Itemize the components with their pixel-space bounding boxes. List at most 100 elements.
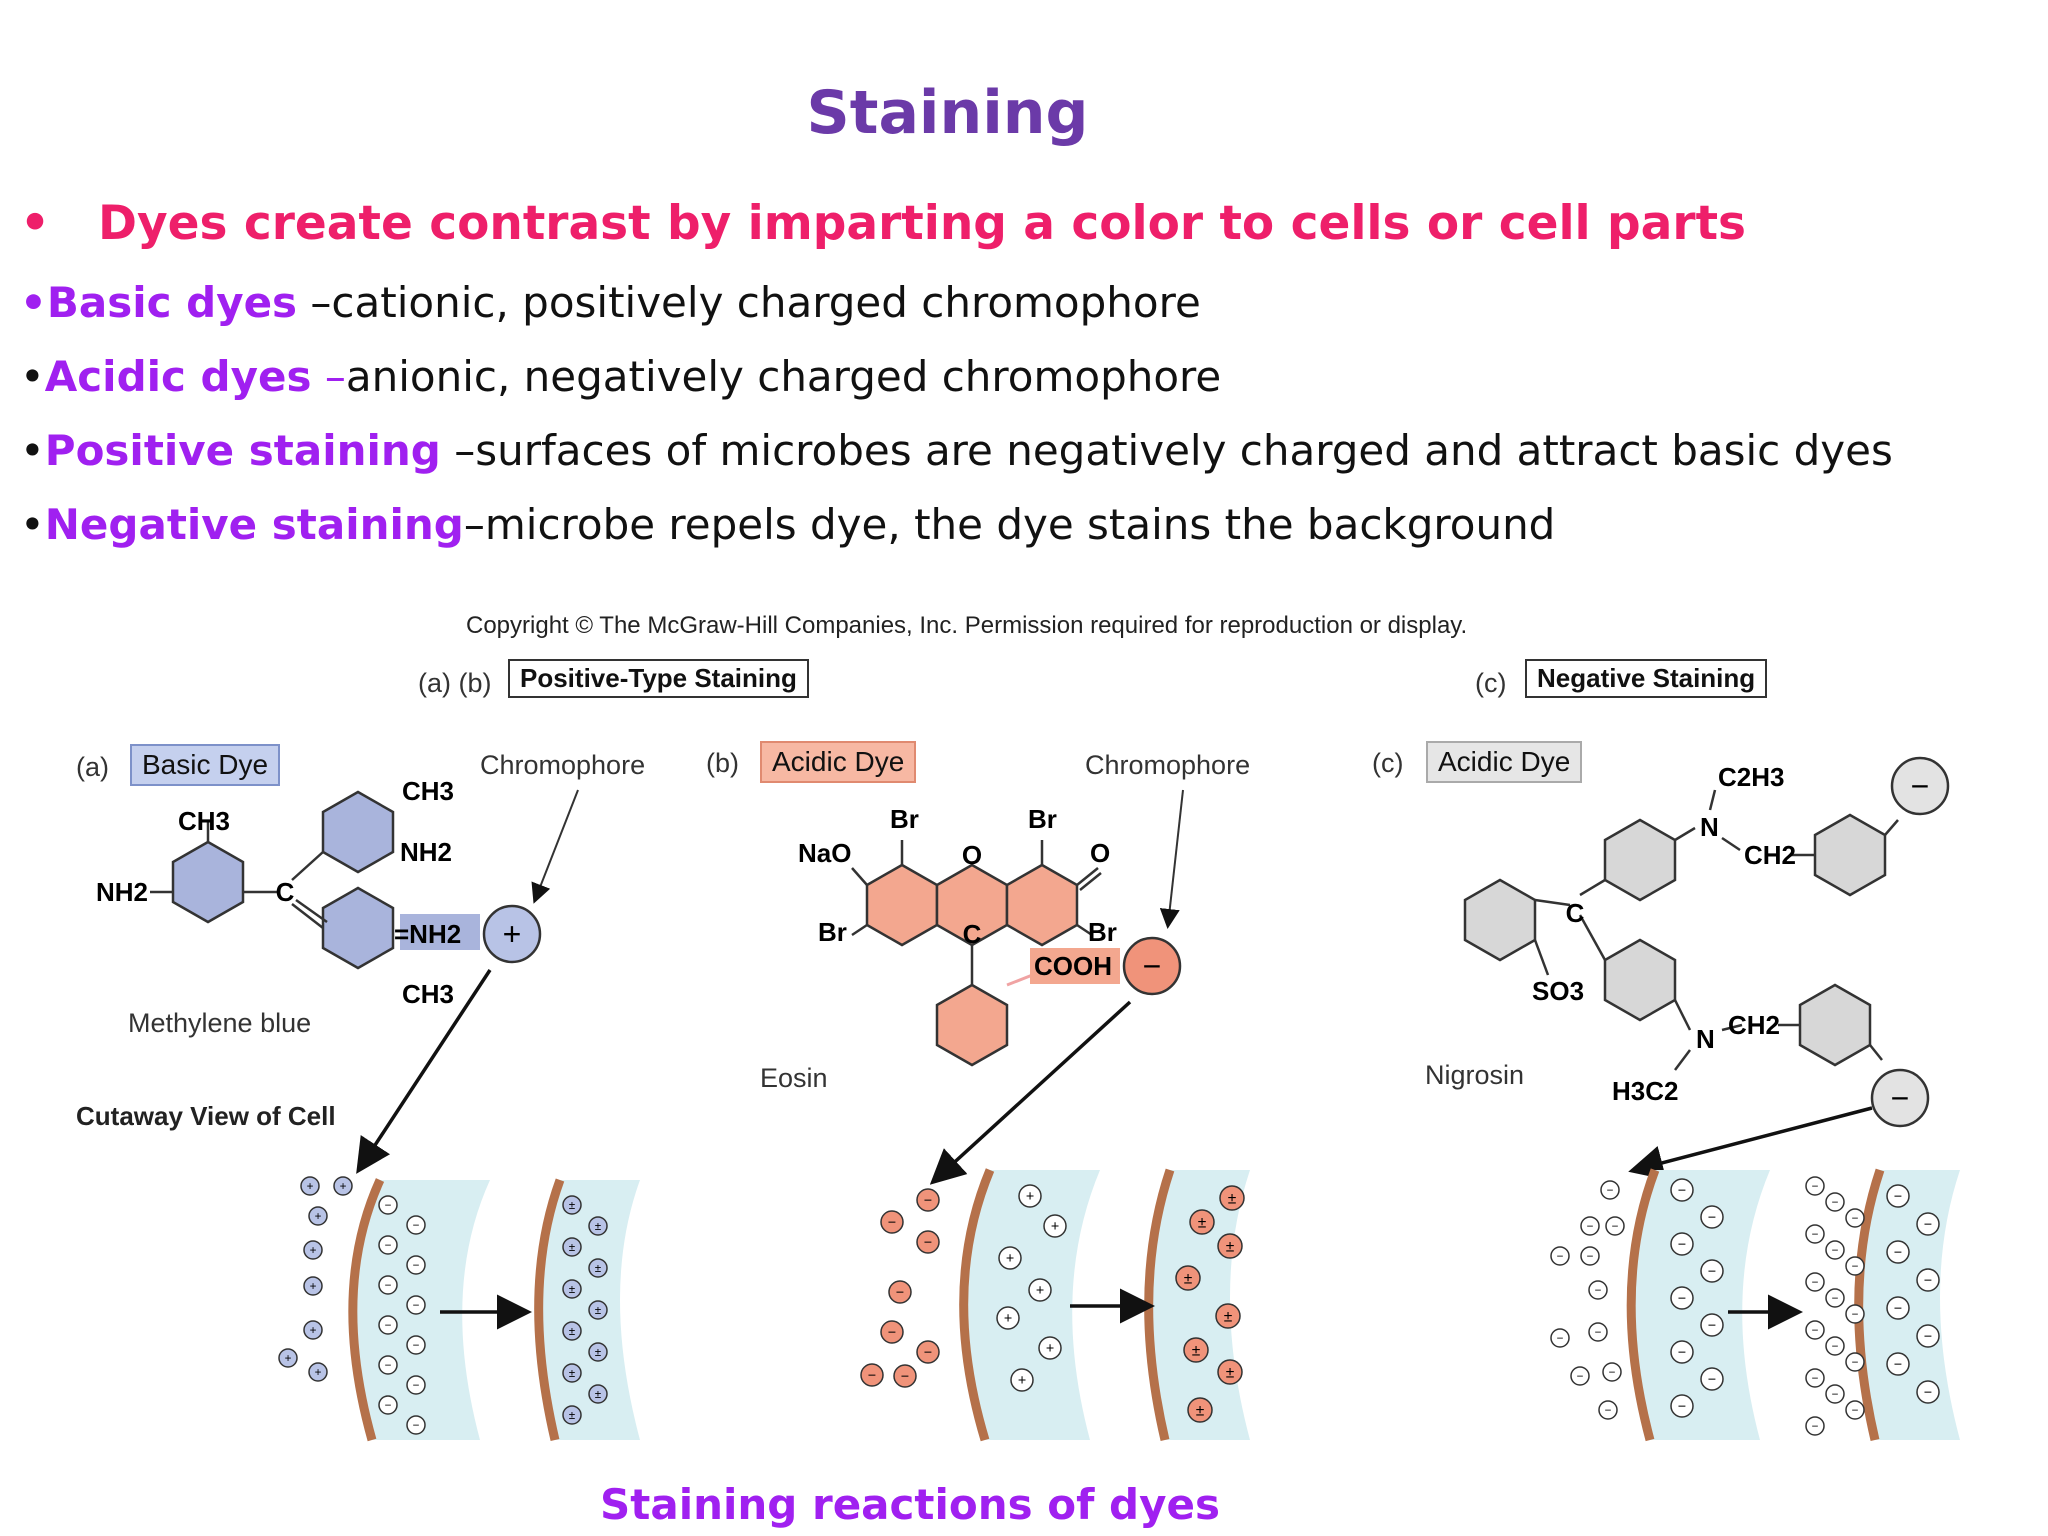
headline-text: Dyes create contrast by imparting a colo… xyxy=(98,196,1747,251)
nigrosin-ion xyxy=(1550,1246,1570,1266)
cell-negative-ion-sign: − xyxy=(385,1359,392,1372)
acidic-dye-ion xyxy=(888,1280,912,1304)
stained-ion-sign: ± xyxy=(1228,1190,1237,1207)
group-nao: NaO xyxy=(798,838,851,868)
background-dye-ion xyxy=(1845,1256,1865,1276)
group-br4: Br xyxy=(1088,917,1117,947)
figure-caption: Staining reactions of dyes xyxy=(600,1480,1220,1529)
cell-negative-ion-sign: − xyxy=(1678,1345,1686,1361)
nigrosin-ion-sign: − xyxy=(1557,1250,1564,1263)
group-br3: Br xyxy=(818,917,847,947)
nigrosin-ion-sign: − xyxy=(1577,1370,1584,1383)
stained-ion-sign: ± xyxy=(1226,1364,1235,1381)
stained-ion-sign: ± xyxy=(595,1388,602,1401)
stained-ion xyxy=(1215,1303,1241,1329)
nigrosin-ion-sign: − xyxy=(1557,1332,1564,1345)
background-dye-ion-sign: − xyxy=(1852,1308,1859,1321)
stained-ion-sign: ± xyxy=(595,1346,602,1359)
nigrosin-ion xyxy=(1588,1280,1608,1300)
header-negative-staining: Negative Staining xyxy=(1525,659,1768,698)
stained-ion-sign: ± xyxy=(569,1199,576,1212)
nigrosin-ion-sign: − xyxy=(1587,1250,1594,1263)
cell-negative-ion xyxy=(406,1375,426,1395)
basic-dye-ion xyxy=(300,1176,320,1196)
header-positive-staining: Positive-Type Staining xyxy=(508,659,809,698)
cell-positive-ion xyxy=(1038,1336,1062,1360)
cell-negative-ion xyxy=(1886,1184,1910,1208)
basic-dye-ion-sign: + xyxy=(315,1210,322,1223)
cell-negative-ion xyxy=(1886,1352,1910,1376)
nigrosin-ion-sign: − xyxy=(1612,1220,1619,1233)
background-dye-ion xyxy=(1845,1400,1865,1420)
nigrosin-ion-sign: − xyxy=(1609,1366,1616,1379)
panel-a-cell-before xyxy=(348,1178,490,1442)
stained-ion-sign: ± xyxy=(1192,1342,1201,1359)
charge-negative-top: − xyxy=(1911,768,1930,804)
bullet-marker: • xyxy=(20,500,45,549)
background-dye-ion-sign: − xyxy=(1812,1420,1819,1433)
nigrosin-ion-sign: − xyxy=(1605,1404,1612,1417)
background-dye-ion xyxy=(1805,1224,1825,1244)
background-dye-ion xyxy=(1845,1304,1865,1324)
cell-negative-ion-sign: − xyxy=(385,1399,392,1412)
cell-negative-ion xyxy=(1670,1340,1694,1364)
cell-negative-ion xyxy=(406,1295,426,1315)
acidic-dye-ion xyxy=(916,1340,940,1364)
panel-b-ions: −−−−−−−−+++++++±±±±±±±± xyxy=(860,1184,1245,1423)
stained-ion-sign: ± xyxy=(569,1283,576,1296)
acidic-dye-ion xyxy=(880,1320,904,1344)
background-dye-ion xyxy=(1805,1320,1825,1340)
stained-ion xyxy=(562,1237,582,1257)
acidic-dye-ion-sign: − xyxy=(901,1369,909,1385)
basic-dye-ion xyxy=(303,1240,323,1260)
background-dye-ion xyxy=(1825,1192,1845,1212)
stained-ion-sign: ± xyxy=(595,1220,602,1233)
cell-negative-ion-sign: − xyxy=(1678,1399,1686,1415)
cell-positive-ion xyxy=(1028,1278,1052,1302)
panel-a-chromophore-label: Chromophore xyxy=(480,750,646,780)
cell-negative-ion xyxy=(378,1395,398,1415)
cell-positive-ion xyxy=(996,1306,1020,1330)
panel-c-ions: −−−−−−−−−−−−−−−−−−−−−−−−−−−−−−−−−−−−−−−−… xyxy=(1550,1176,1940,1436)
cell-negative-ion xyxy=(1700,1205,1724,1229)
panel-b-dye-label: Acidic Dye xyxy=(760,741,917,783)
background-dye-ion-sign: − xyxy=(1812,1180,1819,1193)
background-dye-ion-sign: − xyxy=(1832,1292,1839,1305)
stained-ion xyxy=(562,1321,582,1341)
bullet-text: –microbe repels dye, the dye stains the … xyxy=(463,500,1556,549)
cell-positive-ion xyxy=(1043,1214,1067,1238)
cell-positive-ion-sign: + xyxy=(1004,1311,1012,1327)
panel-a-dye-name: Methylene blue xyxy=(128,1008,312,1038)
background-dye-ion xyxy=(1845,1352,1865,1372)
cell-negative-ion-sign: − xyxy=(1924,1273,1932,1289)
cell-negative-ion xyxy=(1916,1380,1940,1404)
headline: •Dyes create contrast by imparting a col… xyxy=(20,196,1746,251)
panel-b-cell-before xyxy=(959,1168,1100,1442)
basic-dye-ion-sign: + xyxy=(285,1352,292,1365)
panel-b-cell-after xyxy=(1144,1168,1250,1442)
nigrosin-ion xyxy=(1600,1180,1620,1200)
panel-c-cell-after xyxy=(1854,1168,1960,1442)
bullet-text: –surfaces of microbes are negatively cha… xyxy=(440,426,1893,475)
cell-negative-ion-sign: − xyxy=(385,1319,392,1332)
cell-positive-ion-sign: + xyxy=(1018,1373,1026,1389)
nigrosin-ion-sign: − xyxy=(1607,1184,1614,1197)
background-dye-ion xyxy=(1825,1384,1845,1404)
cell-positive-ion-sign: + xyxy=(1006,1251,1014,1267)
stained-ion-sign: ± xyxy=(1224,1308,1233,1325)
nigrosin-ion-sign: − xyxy=(1595,1326,1602,1339)
cell-negative-ion xyxy=(378,1315,398,1335)
stained-ion xyxy=(562,1195,582,1215)
figure-copyright: Copyright © The McGraw-Hill Companies, I… xyxy=(466,612,1468,639)
acidic-dye-ion-sign: − xyxy=(888,1215,896,1231)
cell-negative-ion-sign: − xyxy=(1678,1183,1686,1199)
basic-dye-ion-sign: + xyxy=(310,1324,317,1337)
cell-positive-ion-sign: + xyxy=(1026,1189,1034,1205)
background-dye-ion xyxy=(1845,1208,1865,1228)
stained-ion xyxy=(588,1300,608,1320)
cell-negative-ion xyxy=(1916,1212,1940,1236)
cell-negative-ion-sign: − xyxy=(1708,1318,1716,1334)
nigrosin-ion-sign: − xyxy=(1587,1220,1594,1233)
stained-ion xyxy=(1217,1359,1243,1385)
cell-negative-ion xyxy=(378,1195,398,1215)
